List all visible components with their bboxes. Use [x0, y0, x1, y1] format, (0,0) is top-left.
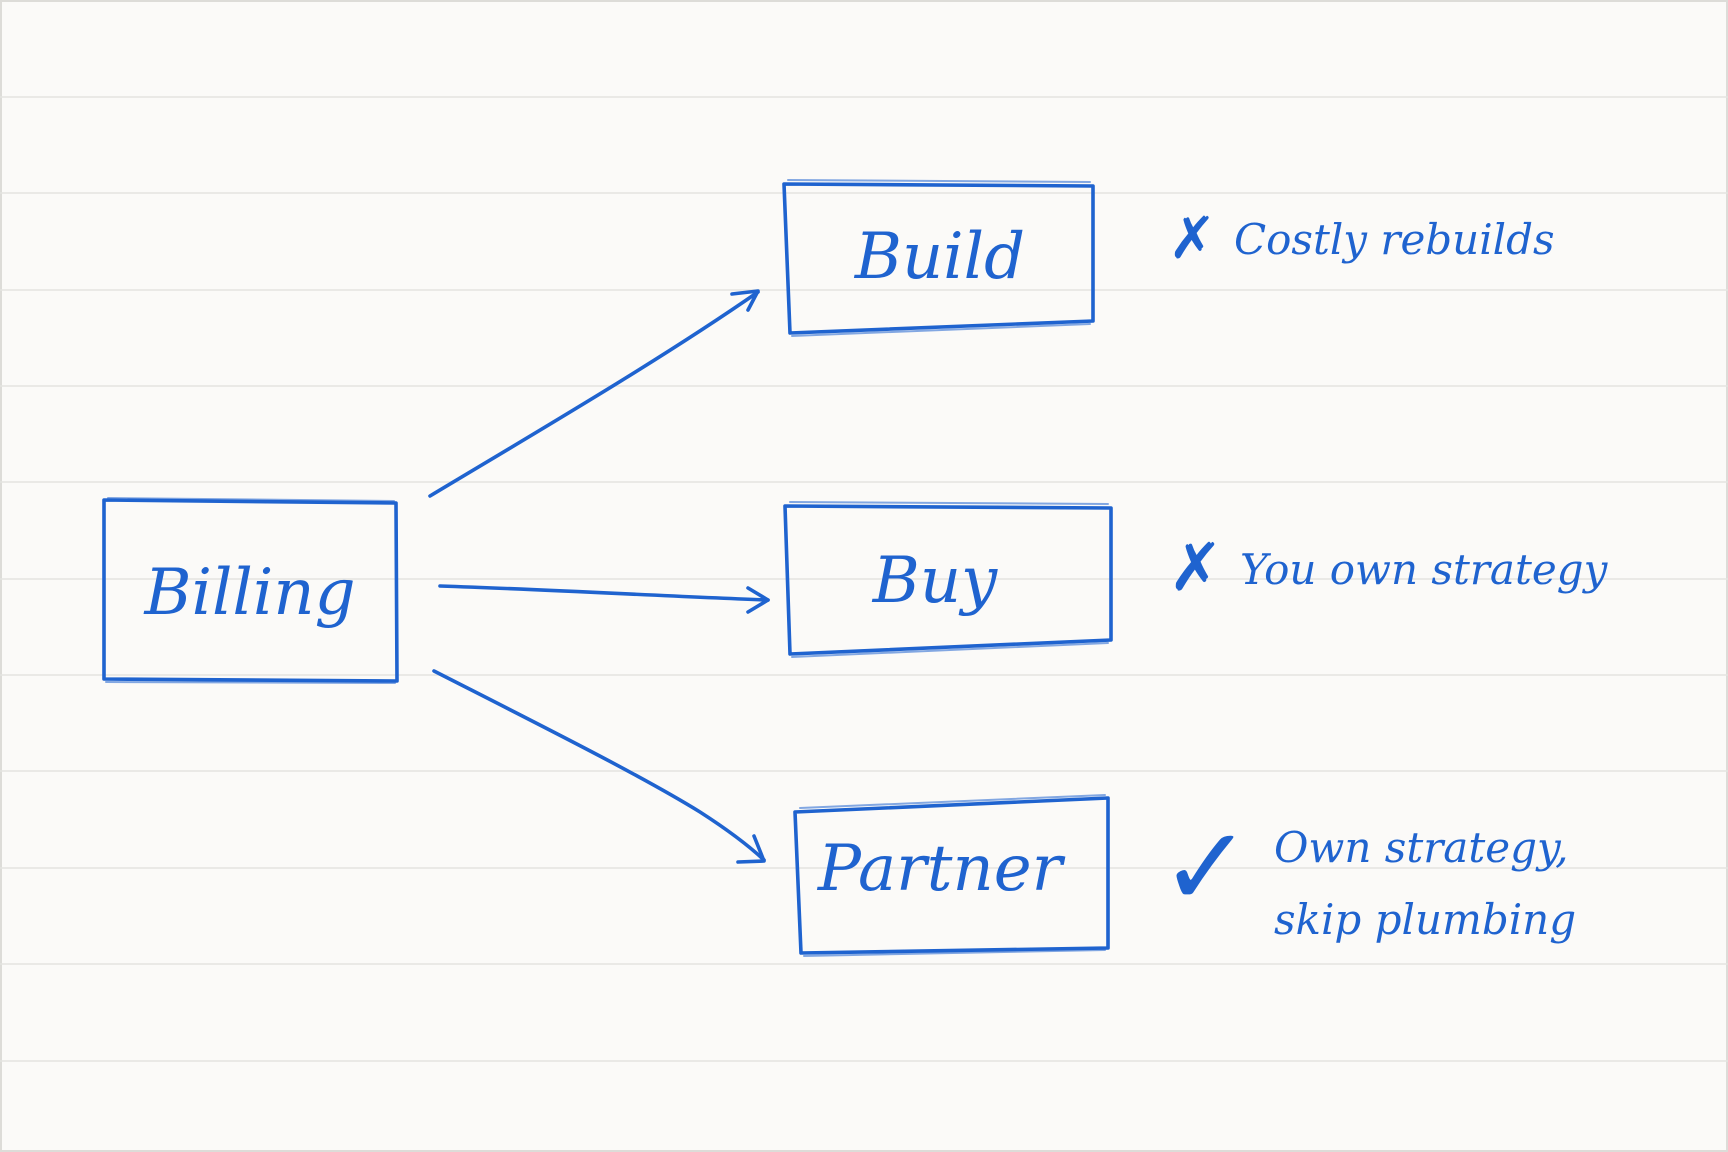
build-note: ✗ Costly rebuilds	[1168, 204, 1555, 272]
arrow-shaft	[438, 584, 770, 602]
billing-box-sketch	[105, 497, 396, 684]
partner-note-line: Own strategy,	[1274, 823, 1568, 872]
arrow-to-build	[428, 289, 760, 498]
arrow-head	[736, 834, 766, 864]
arrow-shaft	[428, 290, 760, 498]
arrow-head	[730, 289, 760, 312]
cross-icon: ✗	[1168, 529, 1223, 606]
buy-box-sketch	[789, 501, 1109, 658]
build-label: Build	[854, 220, 1025, 294]
buy-note: ✗ You own strategy	[1168, 529, 1609, 606]
build-note-text: Costly rebuilds	[1234, 215, 1555, 264]
billing-node: Billing	[102, 497, 399, 684]
buy-node: Buy	[783, 501, 1113, 658]
partner-node: Partner	[793, 794, 1110, 957]
partner-note: ✓ Own strategy, skip plumbing	[1160, 803, 1576, 944]
buy-note-text: You own strategy	[1240, 545, 1609, 594]
buy-box-outline	[783, 504, 1113, 656]
partner-label: Partner	[817, 832, 1066, 906]
partner-box-sketch	[799, 794, 1106, 957]
arrow-shaft	[432, 669, 766, 862]
build-node: Build	[782, 179, 1095, 337]
build-box-sketch	[787, 179, 1091, 337]
partner-note-line: skip plumbing	[1274, 895, 1576, 944]
build-box-outline	[782, 182, 1095, 335]
partner-box-outline	[793, 796, 1110, 955]
arrow-head	[746, 586, 770, 614]
billing-box-outline	[102, 498, 399, 683]
ruled-lines	[0, 96, 1728, 1062]
billing-label: Billing	[143, 556, 355, 630]
arrow-to-partner	[432, 669, 766, 864]
cross-icon: ✗	[1168, 204, 1217, 272]
arrow-to-buy	[438, 584, 770, 614]
buy-label: Buy	[872, 544, 998, 618]
check-icon: ✓	[1160, 803, 1252, 931]
